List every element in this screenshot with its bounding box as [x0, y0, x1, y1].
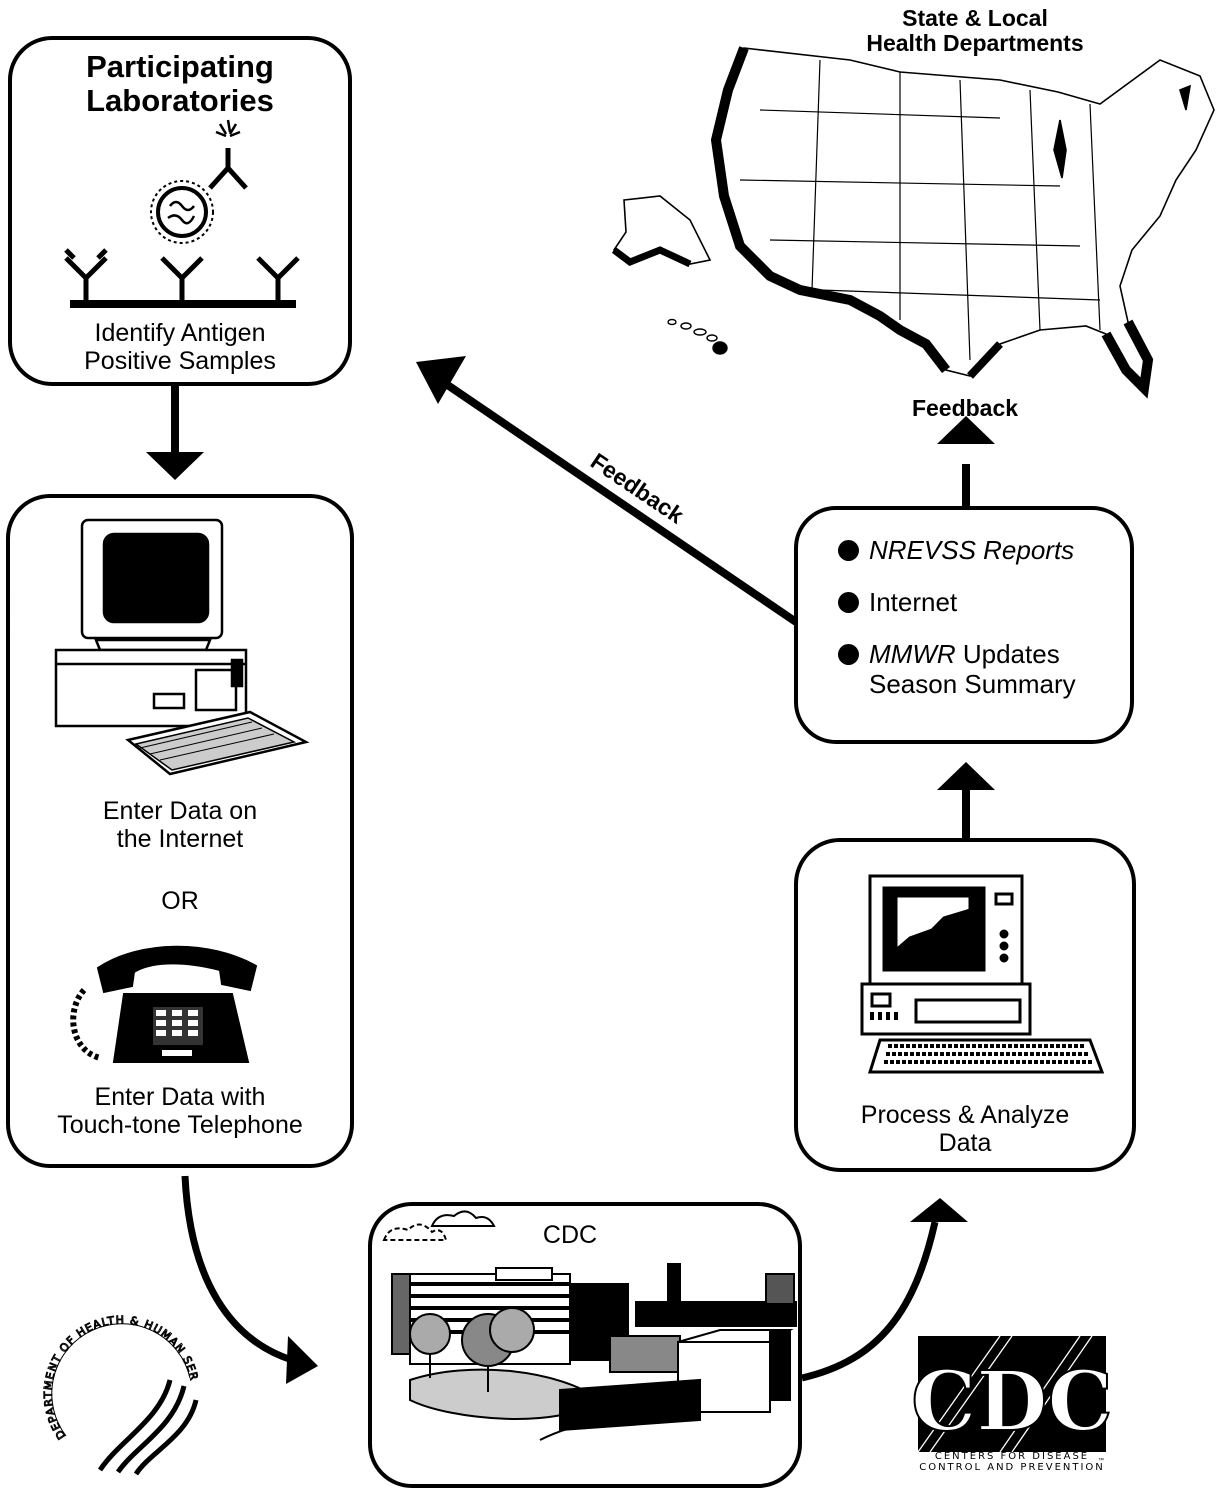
- entry-internet-caption: Enter Data on the Internet: [8, 797, 352, 853]
- process-caption: Process & Analyze Data: [796, 1101, 1134, 1157]
- cdc-logo-line1: CENTERS FOR DISEASE: [934, 1451, 1090, 1462]
- reports-item-mmwr: MMWR Updates: [838, 639, 1128, 670]
- lab-caption-line1: Identify Antigen: [94, 319, 266, 347]
- reports-list: NREVSS Reports Internet MMWR Updates Sea…: [838, 535, 1128, 700]
- entry-internet-line2: the Internet: [116, 824, 244, 853]
- workstation-computer-icon: [860, 874, 1105, 1074]
- entry-or-label: OR: [161, 887, 199, 915]
- telephone-icon: [70, 945, 258, 1063]
- lab-box: [8, 36, 352, 386]
- entry-phone-line2: Touch-tone Telephone: [57, 1110, 303, 1139]
- lab-caption: Identify Antigen Positive Samples: [10, 319, 350, 375]
- bullet-icon: [838, 643, 859, 665]
- arrow-reports-to-map: [937, 416, 995, 508]
- reports-item-internet: Internet: [838, 587, 1128, 618]
- cdc-logo-caption: CENTERS FOR DISEASE CONTROL AND PREVENTI…: [910, 1451, 1114, 1473]
- map-title-line1: State & Local: [902, 5, 1048, 31]
- cdc-building-illustration: [382, 1210, 797, 1441]
- lab-title: Participating Laboratories: [10, 49, 350, 119]
- cdc-logo-tm: ™: [1098, 1457, 1104, 1464]
- cdc-box-label: CDC: [542, 1221, 598, 1249]
- cdc-logo: CDC ™: [910, 1335, 1114, 1464]
- lab-title-line1: Participating: [86, 49, 274, 84]
- arrow-feedback-to-lab: [416, 356, 799, 626]
- lab-title-line2: Laboratories: [86, 83, 274, 119]
- reports-item-nrevss: NREVSS Reports: [838, 535, 1128, 566]
- desktop-computer-icon: [54, 518, 310, 776]
- map-title-line2: Health Departments: [866, 30, 1084, 57]
- bullet-icon: [838, 591, 859, 613]
- antigen-illustration: [64, 119, 300, 308]
- arrow-entry-to-cdc: [181, 1175, 318, 1384]
- arrow-process-to-reports: [937, 762, 995, 840]
- bullet-icon: [838, 540, 859, 561]
- process-line1: Process & Analyze: [860, 1101, 1070, 1129]
- reports-item-mmwr-line2: Season Summary: [869, 668, 1076, 699]
- map-title: State & Local Health Departments: [820, 5, 1130, 57]
- entry-phone-line1: Enter Data with: [94, 1083, 266, 1111]
- entry-internet-line1: Enter Data on: [102, 797, 258, 825]
- cdc-logo-mark: CDC: [911, 1354, 1113, 1450]
- arrow-cdc-to-process: [801, 1198, 968, 1382]
- us-map-illustration: [611, 46, 1215, 399]
- arrow-lab-to-entry: [146, 385, 204, 480]
- process-line2: Data: [938, 1128, 992, 1157]
- feedback-label-vertical: Feedback: [911, 395, 1019, 421]
- lab-caption-line2: Positive Samples: [84, 346, 276, 375]
- cdc-logo-line2: CONTROL AND PREVENTION: [919, 1461, 1105, 1473]
- entry-phone-caption: Enter Data with Touch-tone Telephone: [8, 1083, 352, 1139]
